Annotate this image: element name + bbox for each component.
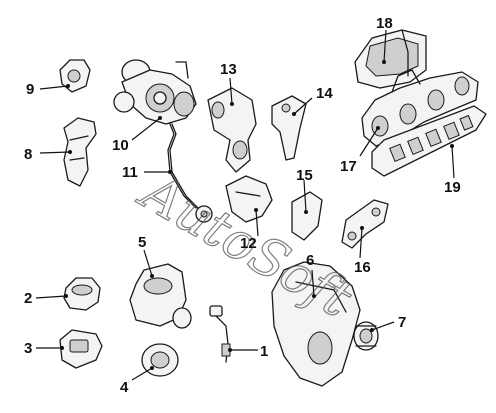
part-14-bracket xyxy=(271,95,307,161)
part-3-valve-housing xyxy=(59,329,103,369)
callout-1: 1 xyxy=(260,343,268,360)
callout-3: 3 xyxy=(24,340,32,357)
part-2-valve xyxy=(63,277,101,311)
callout-9: 9 xyxy=(26,81,34,98)
callout-16: 16 xyxy=(354,259,371,276)
part-10-turbocharger xyxy=(113,59,197,125)
callout-12: 12 xyxy=(240,235,257,252)
part-12-bracket xyxy=(225,175,273,223)
part-11-oil-pipe xyxy=(167,123,213,223)
part-1-sensor xyxy=(209,305,231,363)
callout-14: 14 xyxy=(316,85,333,102)
part-7-pulley xyxy=(353,321,379,351)
part-17-exhaust-manifold xyxy=(361,69,479,147)
part-15-bracket xyxy=(291,191,323,241)
part-18-heat-shield xyxy=(354,29,427,89)
callout-5: 5 xyxy=(138,234,146,251)
callout-labels: 1 2 3 4 5 6 7 8 9 10 11 12 13 14 15 16 1… xyxy=(24,15,461,396)
callout-2: 2 xyxy=(24,290,32,307)
part-16-support-bracket xyxy=(341,199,389,249)
callout-18: 18 xyxy=(376,15,393,32)
part-13-outlet-pipe xyxy=(207,87,257,173)
leader-lines xyxy=(35,29,455,381)
part-19-manifold-gasket xyxy=(371,105,487,177)
callout-4: 4 xyxy=(120,379,129,396)
callout-15: 15 xyxy=(296,167,313,184)
callout-13: 13 xyxy=(220,61,237,78)
callout-17: 17 xyxy=(340,158,357,175)
callout-11: 11 xyxy=(122,164,138,181)
callout-10: 10 xyxy=(112,137,129,154)
part-6-timing-cover xyxy=(271,261,361,387)
callout-8: 8 xyxy=(24,146,32,163)
callout-6: 6 xyxy=(306,252,314,269)
part-9-clamp xyxy=(59,59,91,93)
part-8-intake-hose xyxy=(63,117,97,187)
callout-19: 19 xyxy=(444,179,461,196)
callout-7: 7 xyxy=(398,314,406,331)
part-5-solenoid-valve xyxy=(129,263,192,329)
